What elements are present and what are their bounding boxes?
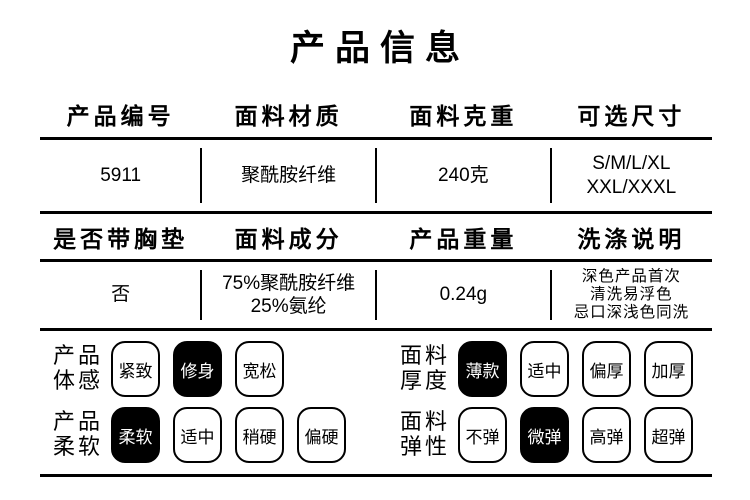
attr-option-button[interactable]: 加厚: [644, 341, 694, 397]
header-washing-instructions: 洗涤说明: [577, 225, 686, 252]
attr-label-fabric-thickness: 面料 厚度: [400, 343, 451, 393]
header-product-number: 产品编号: [66, 102, 175, 129]
attr-option-button[interactable]: 高弹: [582, 407, 632, 463]
attr-label-body-feel: 产品 体感: [53, 343, 104, 393]
attr-label-softness: 产品 柔软: [53, 409, 104, 459]
spec-table: 产品编号 面料材质 面料克重 可选尺寸 5911 聚酰胺纤维 240克 S/M/…: [40, 90, 712, 331]
header-fabric-material: 面料材质: [234, 102, 343, 129]
attr-label-elasticity: 面料 弹性: [400, 409, 451, 459]
spec-value-row-1: 5911 聚酰胺纤维 240克 S/M/L/XL XXL/XXXL: [40, 140, 712, 214]
attribute-row-2: 产品 柔软 柔软 适中 稍硬 偏硬 面料 弹性 不弹 微弹 高弹 超弹: [40, 404, 712, 466]
value-has-chest-pad: 否: [111, 284, 131, 306]
attribute-row-1: 产品 体感 紧致 修身 宽松 面料 厚度 薄款 适中 偏厚 加厚: [40, 338, 712, 400]
attr-option-button[interactable]: 适中: [520, 341, 570, 397]
attr-option-button[interactable]: 薄款: [458, 341, 508, 397]
header-fabric-weight: 面料克重: [409, 102, 518, 129]
page-title: 产品信息: [289, 28, 470, 68]
value-fabric-weight: 240克: [374, 140, 551, 211]
attr-option-button[interactable]: 微弹: [520, 407, 570, 463]
attr-option-button[interactable]: 修身: [173, 341, 223, 397]
value-fabric-material: 聚酰胺纤维: [200, 140, 376, 211]
attr-option-button[interactable]: 超弹: [644, 407, 694, 463]
value-washing-instructions: 深色产品首次 清洗易浮色 忌口深浅色同洗: [549, 262, 712, 328]
value-product-number: 5911: [100, 164, 142, 186]
header-fabric-composition: 面料成分: [234, 225, 343, 252]
attr-group-body-feel: 产品 体感 紧致 修身 宽松: [40, 341, 387, 397]
spec-header-row-1: 产品编号 面料材质 面料克重 可选尺寸: [40, 90, 712, 140]
attr-option-button[interactable]: 宽松: [235, 341, 285, 397]
value-available-sizes: S/M/L/XL XXL/XXXL: [549, 140, 712, 211]
header-product-weight: 产品重量: [409, 225, 518, 252]
attr-option-button[interactable]: 偏厚: [582, 341, 632, 397]
attr-option-button[interactable]: 不弹: [458, 407, 508, 463]
attr-group-fabric-thickness: 面料 厚度 薄款 适中 偏厚 加厚: [387, 341, 706, 397]
value-fabric-composition: 75%聚酰胺纤维 25%氨纶: [200, 262, 376, 328]
header-has-chest-pad: 是否带胸垫: [53, 225, 189, 252]
attributes-section: 产品 体感 紧致 修身 宽松 面料 厚度 薄款 适中 偏厚 加厚: [40, 331, 712, 477]
attr-option-button[interactable]: 稍硬: [235, 407, 285, 463]
attr-option-button[interactable]: 柔软: [111, 407, 161, 463]
attr-option-button[interactable]: 偏硬: [297, 407, 347, 463]
spec-header-row-2: 是否带胸垫 面料成分 产品重量 洗涤说明: [40, 214, 712, 262]
value-product-weight: 0.24g: [374, 262, 551, 328]
attr-group-softness: 产品 柔软 柔软 适中 稍硬 偏硬: [40, 407, 387, 463]
attr-option-button[interactable]: 紧致: [111, 341, 161, 397]
header-available-sizes: 可选尺寸: [577, 102, 686, 129]
attr-group-elasticity: 面料 弹性 不弹 微弹 高弹 超弹: [387, 407, 706, 463]
attr-option-button[interactable]: 适中: [173, 407, 223, 463]
spec-value-row-2: 否 75%聚酰胺纤维 25%氨纶 0.24g 深色产品首次 清洗易浮色 忌口深浅…: [40, 262, 712, 331]
